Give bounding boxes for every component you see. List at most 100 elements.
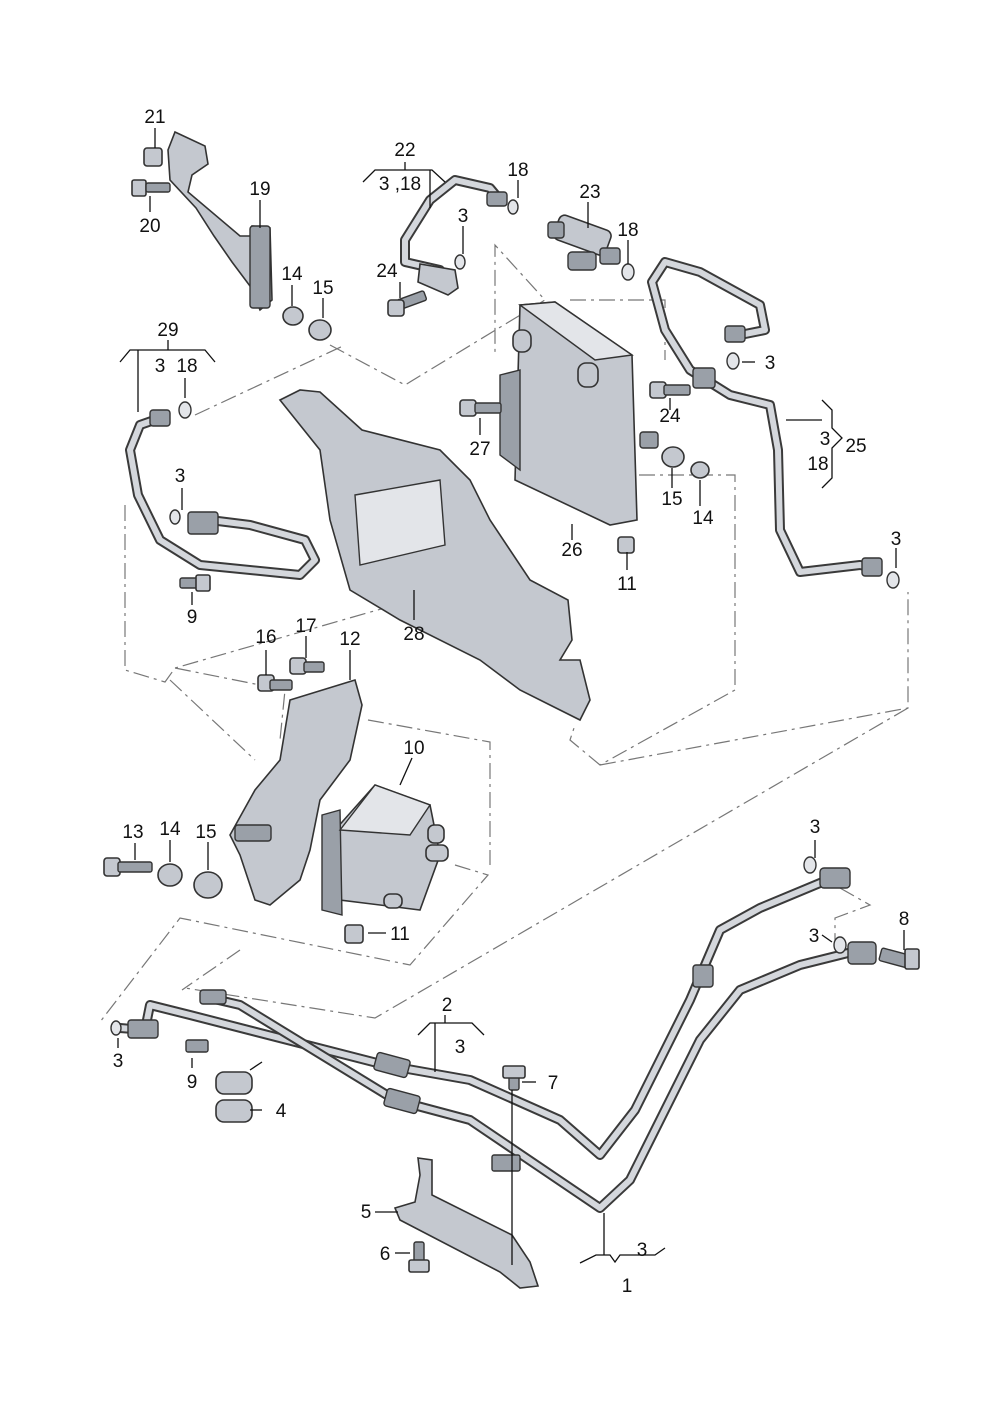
cooler-mount-tab bbox=[639, 431, 659, 449]
nut bbox=[344, 924, 364, 944]
duct-opening bbox=[354, 479, 446, 566]
bolt bbox=[185, 1039, 209, 1053]
washer bbox=[690, 461, 710, 479]
callout-label: 24 bbox=[376, 261, 398, 282]
thermostat-valve bbox=[547, 214, 621, 271]
callout-label: 12 bbox=[339, 629, 360, 650]
bolt bbox=[257, 674, 293, 692]
sealing-ring bbox=[110, 856, 847, 1036]
callout-label: 15 bbox=[312, 278, 333, 299]
hose-end-fitting bbox=[127, 1019, 159, 1039]
cooler-pipe-right bbox=[647, 257, 883, 577]
callout-label: 20 bbox=[139, 216, 160, 237]
hose-crimp-sleeve bbox=[692, 964, 714, 988]
callout-label: 24 bbox=[659, 406, 681, 427]
callout-label: 18 bbox=[176, 356, 197, 377]
callout-label: 18 bbox=[507, 160, 528, 181]
hose-crimp-sleeve bbox=[383, 1087, 421, 1115]
callout-label: 13 bbox=[122, 822, 143, 843]
callout-label: 4 bbox=[276, 1101, 287, 1122]
bushing bbox=[193, 871, 223, 899]
line-bracket bbox=[393, 1154, 540, 1289]
lower-cooler-lines bbox=[115, 867, 877, 1213]
pipe-union-nut bbox=[486, 191, 508, 207]
callout-label: 17 bbox=[295, 616, 316, 637]
callout-label: 23 bbox=[579, 182, 600, 203]
sealing-ring bbox=[886, 571, 900, 589]
bolt bbox=[408, 1241, 430, 1273]
pipe-flange bbox=[417, 263, 459, 296]
air-duct bbox=[278, 389, 591, 722]
washer bbox=[157, 863, 183, 887]
retainer-clip bbox=[215, 1071, 253, 1123]
bolt bbox=[179, 574, 211, 592]
callout-label: 3 bbox=[155, 356, 166, 377]
callout-label: 3 bbox=[765, 353, 776, 374]
sealing-ring bbox=[169, 509, 181, 525]
sealing-ring bbox=[507, 199, 519, 215]
callout-label: 14 bbox=[692, 508, 714, 529]
bolt bbox=[459, 399, 502, 417]
bolt bbox=[878, 947, 920, 970]
oil-cooler-main bbox=[499, 301, 659, 526]
callout-label: 3 bbox=[637, 1240, 648, 1261]
callout-label: 3 bbox=[113, 1051, 124, 1072]
pipe-flange bbox=[692, 367, 716, 389]
callout-label: 22 bbox=[394, 140, 415, 161]
bushing bbox=[661, 446, 685, 468]
callout-label: 15 bbox=[661, 489, 682, 510]
callout-label: 7 bbox=[548, 1073, 559, 1094]
cooler-pipe-upper bbox=[400, 175, 508, 296]
callout-label: 3 ,18 bbox=[379, 174, 421, 195]
support-bracket bbox=[167, 130, 273, 312]
callout-label: 6 bbox=[380, 1244, 391, 1265]
callout-label: 3 bbox=[891, 529, 902, 550]
nut bbox=[143, 147, 163, 167]
nut bbox=[617, 536, 635, 554]
hose-end-fitting bbox=[847, 941, 877, 965]
hose-flange bbox=[187, 511, 219, 535]
bolt bbox=[131, 179, 171, 197]
callout-label: 14 bbox=[159, 819, 181, 840]
callout-leader-lines bbox=[117, 128, 905, 1265]
sealing-ring bbox=[621, 263, 635, 281]
callout-label: 14 bbox=[281, 264, 303, 285]
bushing bbox=[308, 319, 332, 341]
callout-label: 11 bbox=[390, 924, 410, 945]
bolt bbox=[387, 290, 428, 317]
oil-cooler-lower bbox=[321, 784, 449, 916]
bolt bbox=[103, 857, 153, 877]
callout-label: 25 bbox=[845, 436, 866, 457]
cooler-port bbox=[512, 329, 532, 353]
hose-end-fitting bbox=[199, 989, 227, 1005]
cooler-port bbox=[425, 844, 449, 862]
callout-label: 18 bbox=[807, 454, 828, 475]
bracket-tab bbox=[234, 824, 272, 842]
callout-label: 3 bbox=[455, 1037, 466, 1058]
callout-label: 9 bbox=[187, 1072, 198, 1093]
hose-end-fitting bbox=[819, 867, 851, 889]
callout-label: 3 bbox=[809, 926, 820, 947]
bolt bbox=[289, 657, 325, 675]
callout-label: 3 bbox=[175, 466, 186, 487]
bracket-clip bbox=[491, 1154, 521, 1172]
callout-label: 10 bbox=[403, 738, 424, 759]
sealing-ring bbox=[454, 254, 466, 270]
callout-label: 3 bbox=[458, 206, 469, 227]
washer bbox=[282, 306, 304, 326]
callout-label: 15 bbox=[195, 822, 216, 843]
sealing-ring bbox=[178, 401, 192, 419]
bracket-plate bbox=[249, 225, 271, 309]
callout-label: 16 bbox=[255, 627, 276, 648]
callout-label: 3 bbox=[810, 817, 821, 838]
sealing-ring bbox=[726, 352, 740, 370]
callout-label: 1 bbox=[622, 1276, 633, 1297]
cooler-mounting-bracket bbox=[229, 678, 363, 906]
callout-label: 21 bbox=[144, 107, 165, 128]
callout-label: 2 bbox=[442, 995, 453, 1016]
callout-label: 9 bbox=[187, 607, 198, 628]
bolt bbox=[649, 381, 691, 399]
cooler-port bbox=[577, 362, 599, 388]
